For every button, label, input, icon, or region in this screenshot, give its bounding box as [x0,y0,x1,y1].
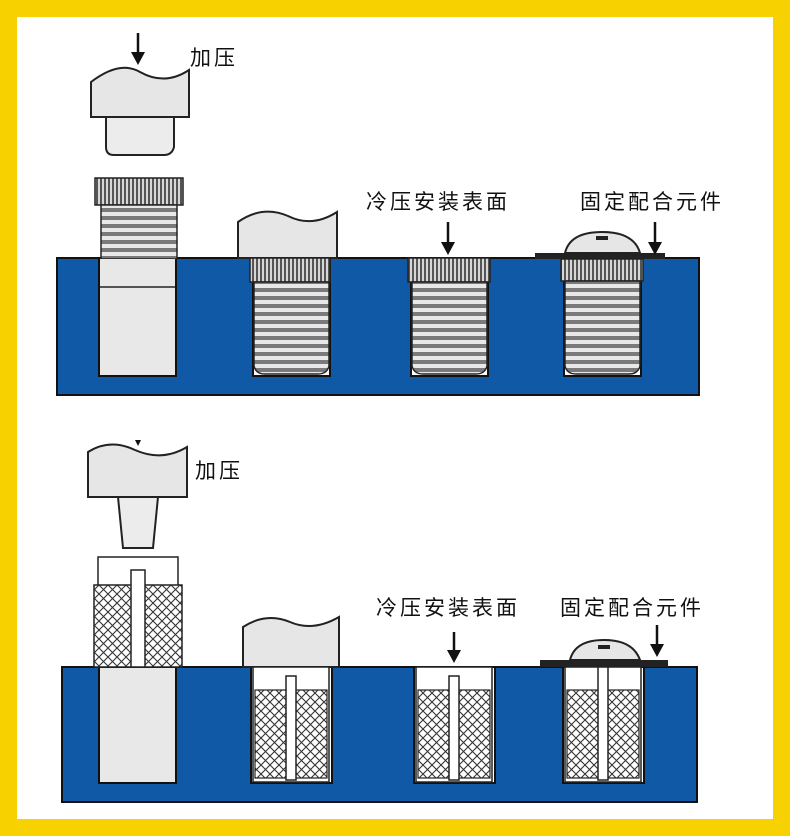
top-hole-1-fill [100,259,175,375]
top-press-arrow [131,33,145,65]
top-diagram [56,33,700,396]
bottom-insert-stage1 [93,556,183,668]
top-stage2 [237,210,338,375]
bottom-stage3 [415,632,493,783]
bottom-stage4 [540,625,668,783]
bottom-surface-label: 冷压安装表面 [376,596,520,620]
top-board [56,257,700,396]
bottom-press-tool [87,440,188,549]
top-press-tool [90,66,190,156]
bottom-hole-1-fill [100,668,175,782]
bottom-board [61,666,698,803]
top-surface-label: 冷压安装表面 [366,190,510,214]
bottom-stage2 [242,615,340,783]
top-stage3 [407,222,491,375]
top-stage4 [535,222,665,375]
bottom-mating-label: 固定配合元件 [560,596,704,620]
bottom-diagram [61,440,698,803]
top-insert-stage1 [94,177,184,260]
top-mating-label: 固定配合元件 [580,190,724,214]
bottom-press-label: 加压 [195,459,243,483]
top-press-label: 加压 [190,46,238,70]
